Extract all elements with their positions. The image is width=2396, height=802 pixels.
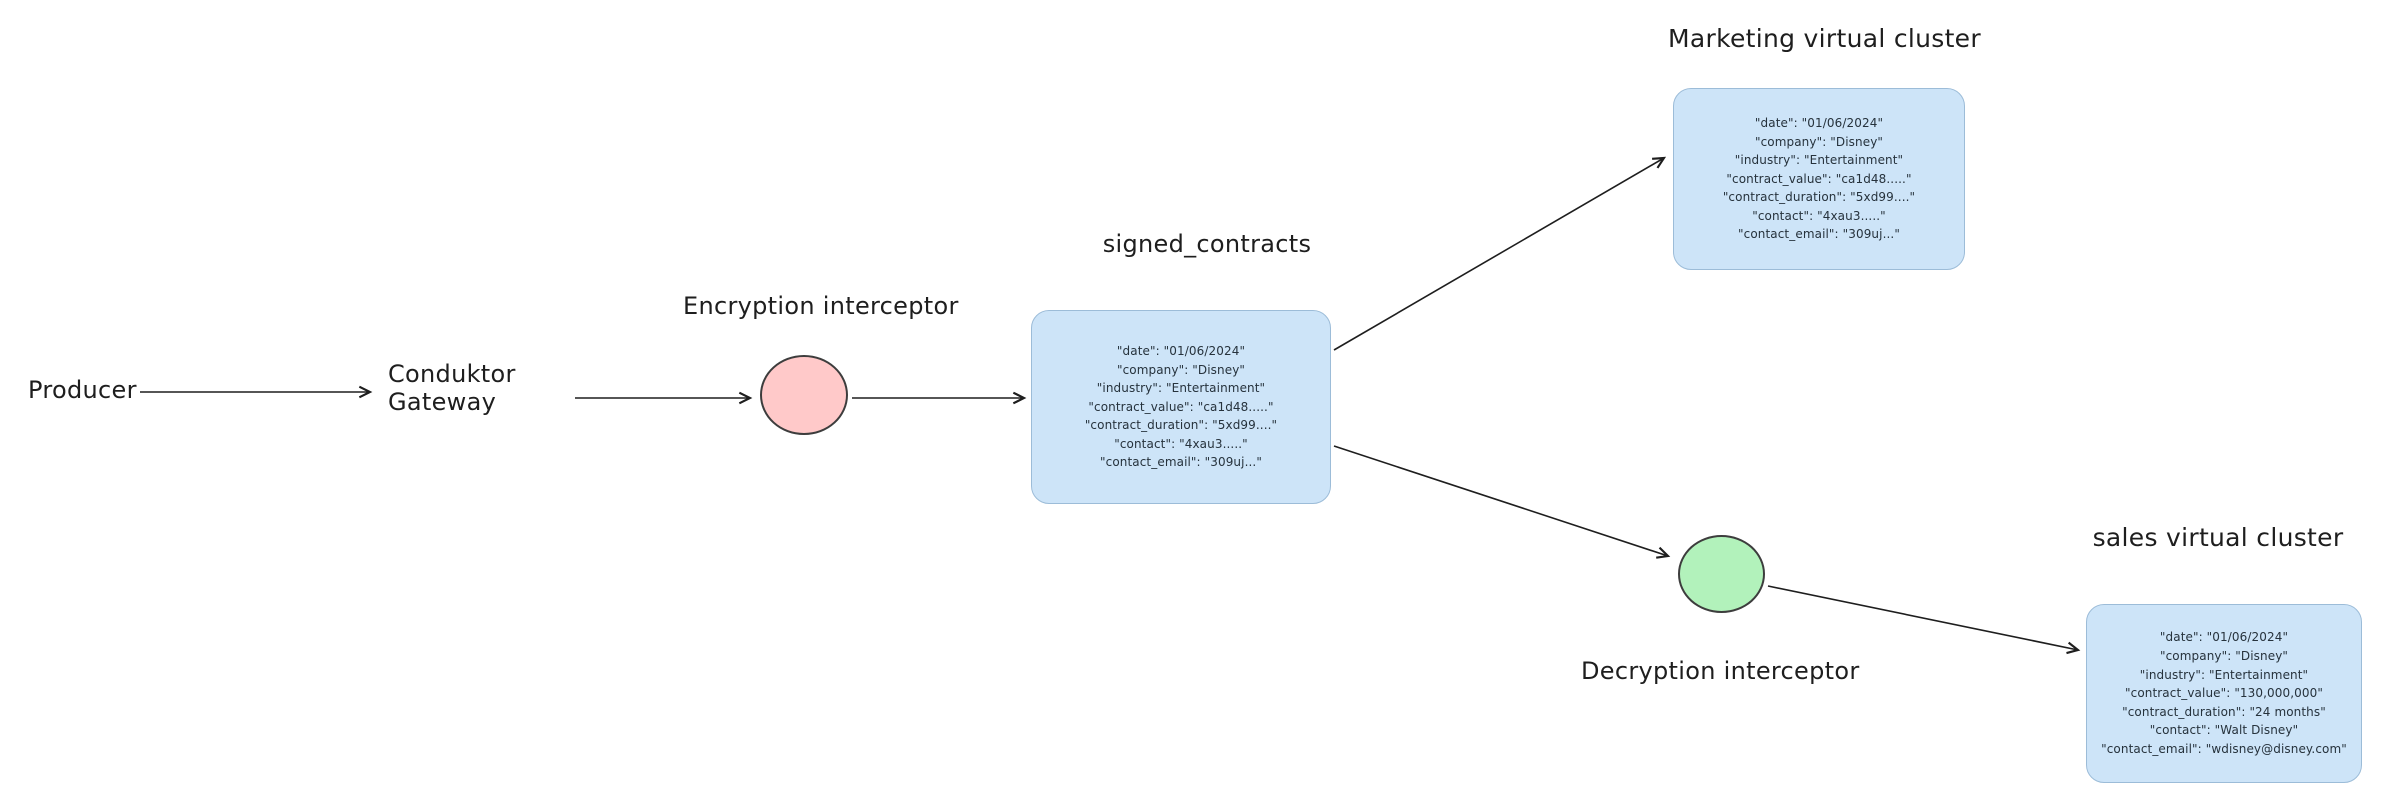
record-line: "company": "Disney" bbox=[1754, 134, 1884, 149]
signed-contracts-record: "date": "01/06/2024" "company": "Disney"… bbox=[1085, 342, 1277, 472]
decryption-interceptor-node bbox=[1678, 535, 1765, 613]
encryption-interceptor-node bbox=[760, 355, 848, 435]
arrow-decryption-to-sales bbox=[1767, 585, 2081, 655]
producer-label: Producer bbox=[28, 376, 137, 404]
gateway-label-line1: Conduktor bbox=[388, 360, 516, 388]
record-line: "contract_value": "ca1d48....." bbox=[1726, 171, 1912, 186]
sales-cluster-label: sales virtual cluster bbox=[2092, 523, 2344, 552]
record-line: "contract_duration": "24 months" bbox=[2122, 704, 2326, 719]
record-line: "date": "01/06/2024" bbox=[1754, 115, 1884, 130]
marketing-cluster-box: "date": "01/06/2024" "company": "Disney"… bbox=[1673, 88, 1965, 270]
sales-cluster-record: "date": "01/06/2024" "company": "Disney"… bbox=[2101, 628, 2347, 758]
record-line: "contact_email": "309uj..." bbox=[1738, 227, 1900, 242]
record-line: "industry": "Entertainment" bbox=[2139, 667, 2309, 682]
arrow-topic-to-marketing bbox=[1333, 156, 1667, 351]
record-line: "date": "01/06/2024" bbox=[2159, 630, 2289, 645]
record-line: "contract_duration": "5xd99...." bbox=[1084, 418, 1278, 433]
record-line: "date": "01/06/2024" bbox=[1116, 343, 1246, 358]
decryption-interceptor-label: Decryption interceptor bbox=[1581, 657, 1860, 685]
record-line: "contract_value": "130,000,000" bbox=[2125, 686, 2323, 701]
sales-cluster-box: "date": "01/06/2024" "company": "Disney"… bbox=[2086, 604, 2362, 783]
record-line: "industry": "Entertainment" bbox=[1096, 381, 1266, 396]
signed-contracts-label: signed_contracts bbox=[1102, 230, 1312, 258]
arrow-topic-to-decryption bbox=[1333, 445, 1671, 559]
record-line: "contact": "Walt Disney" bbox=[2149, 723, 2299, 738]
record-line: "contact": "4xau3....." bbox=[1752, 208, 1886, 223]
marketing-cluster-label: Marketing virtual cluster bbox=[1668, 24, 1981, 53]
record-line: "contact_email": "309uj..." bbox=[1100, 455, 1262, 470]
record-line: "company": "Disney" bbox=[2159, 649, 2289, 664]
gateway-label-line2: Gateway bbox=[388, 388, 497, 416]
record-line: "contact_email": "wdisney@disney.com" bbox=[2101, 741, 2347, 756]
record-line: "contact": "4xau3....." bbox=[1114, 436, 1248, 451]
gateway-label: Conduktor Gateway bbox=[388, 360, 516, 416]
record-line: "company": "Disney" bbox=[1116, 362, 1246, 377]
record-line: "contract_duration": "5xd99...." bbox=[1722, 190, 1916, 205]
signed-contracts-topic: "date": "01/06/2024" "company": "Disney"… bbox=[1031, 310, 1331, 504]
record-line: "industry": "Entertainment" bbox=[1734, 153, 1904, 168]
record-line: "contract_value": "ca1d48....." bbox=[1088, 399, 1274, 414]
encryption-interceptor-label: Encryption interceptor bbox=[683, 292, 959, 320]
marketing-cluster-record: "date": "01/06/2024" "company": "Disney"… bbox=[1723, 114, 1915, 244]
